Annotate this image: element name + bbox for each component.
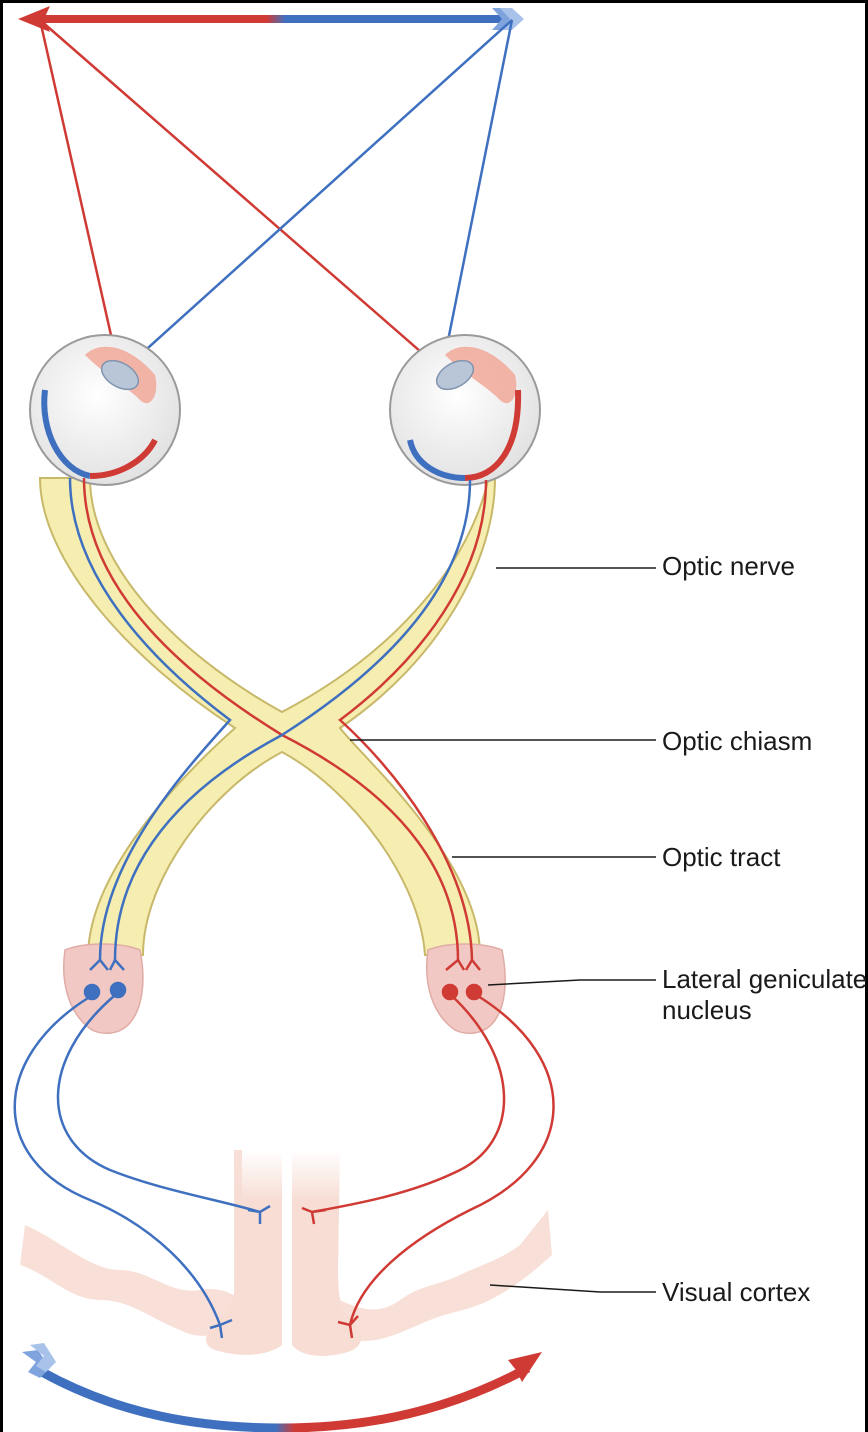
lgn-label-line-2: nucleus xyxy=(662,995,752,1025)
visual-field-bottom-arrow xyxy=(22,1343,542,1432)
visual-cortex-label: Visual cortex xyxy=(662,1277,811,1307)
lateral-geniculate-nucleus-right xyxy=(426,943,506,1035)
lgn-synapses-left xyxy=(83,957,127,1001)
visual-cortex xyxy=(20,1150,552,1356)
cortex-terminals xyxy=(209,1204,359,1339)
lateral-geniculate-nucleus-label: Lateral geniculate nucleus xyxy=(662,964,867,1026)
optic-chiasm-label: Optic chiasm xyxy=(662,726,813,756)
optic-nerve-label: Optic nerve xyxy=(662,551,795,581)
nerve-fibres xyxy=(68,477,488,961)
left-eye xyxy=(29,334,181,486)
right-eye xyxy=(389,334,541,486)
optic-tract-label: Optic tract xyxy=(662,842,781,872)
optic-nerve-chiasm-tract xyxy=(38,476,497,956)
visual-field-top-arrow xyxy=(18,6,524,32)
optic-radiations xyxy=(13,994,555,1326)
lgn-synapses-right xyxy=(441,957,483,1001)
lgn-label-line-1: Lateral geniculate xyxy=(662,964,868,994)
leader-lines xyxy=(350,567,656,1293)
